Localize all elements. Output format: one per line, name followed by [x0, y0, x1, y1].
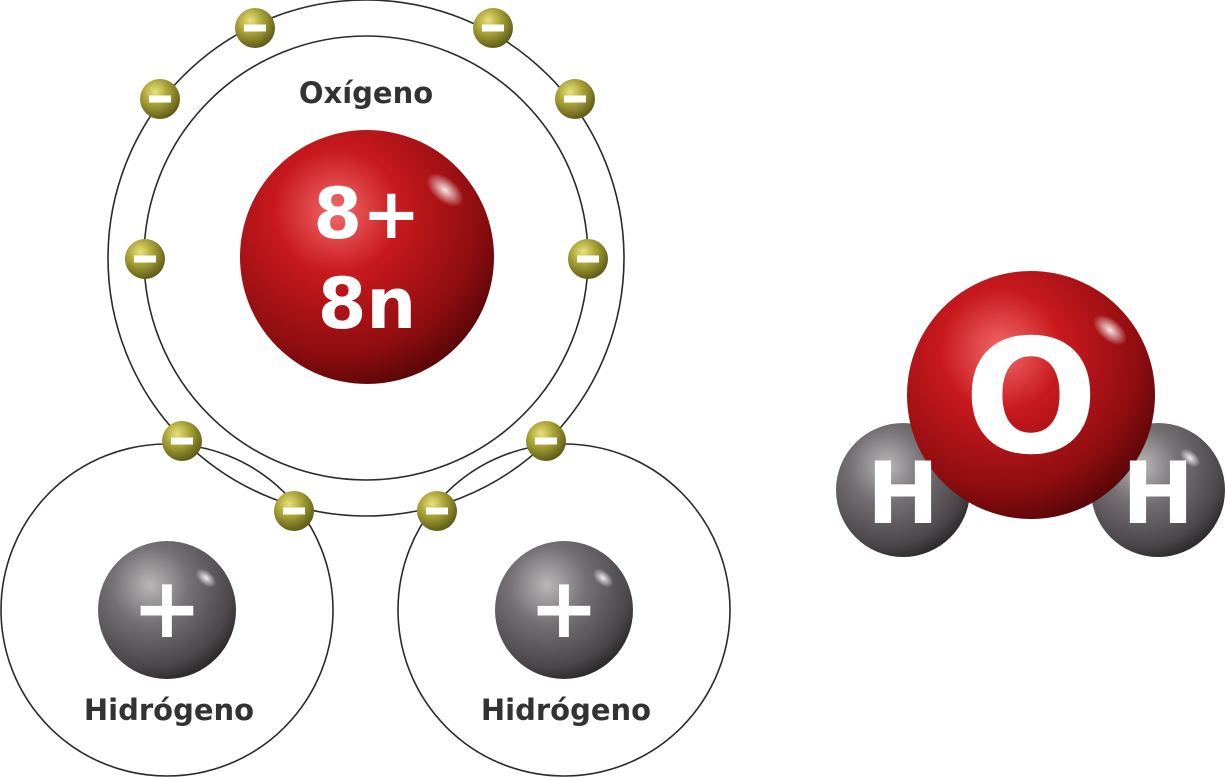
molecule-hydrogen-right-symbol: H [1122, 444, 1194, 544]
molecule-hydrogen-left-symbol: H [867, 444, 939, 544]
oxygen-outer-shell [107, 0, 625, 517]
electron-icon [274, 491, 314, 531]
electron-minus-sign [577, 255, 599, 263]
electron-icon [526, 421, 566, 461]
molecule-oxygen [907, 271, 1155, 519]
hydrogen-right-label: Hidrógeno [481, 693, 651, 727]
hydrogen-right-proton: + [529, 559, 599, 657]
orbit-shells [0, 0, 731, 777]
hydrogen-left-label: Hidrógeno [84, 693, 254, 727]
oxygen-neutrons: 8n [318, 263, 417, 345]
electron-icon [417, 491, 457, 531]
oxygen-protons: 8+ [313, 173, 420, 255]
electron-icon [473, 8, 513, 48]
electron-icon [555, 79, 595, 119]
electron-minus-sign [149, 95, 171, 103]
electron-minus-sign [283, 507, 305, 515]
electron-minus-sign [426, 507, 448, 515]
electron-icon [235, 8, 275, 48]
electron-icon [568, 239, 608, 279]
electron-icon [162, 421, 202, 461]
electron-minus-sign [482, 24, 504, 32]
hydrogen-right-nucleus: + [495, 541, 633, 679]
electron-icon [125, 239, 165, 279]
electron-minus-sign [134, 255, 156, 263]
hydrogen-left-nucleus: + [98, 541, 236, 679]
h2o-molecule-model: O H H [836, 271, 1225, 557]
electron-minus-sign [244, 24, 266, 32]
oxygen-nucleus: 8+ 8n [240, 130, 494, 384]
molecule-oxygen-symbol: O [964, 306, 1098, 490]
electron-icon [140, 79, 180, 119]
electron-minus-sign [564, 95, 586, 103]
hydrogen-left-proton: + [132, 559, 202, 657]
oxygen-label: Oxígeno [299, 76, 433, 110]
electron-minus-sign [171, 437, 193, 445]
electron-minus-sign [535, 437, 557, 445]
electrons [125, 8, 608, 531]
